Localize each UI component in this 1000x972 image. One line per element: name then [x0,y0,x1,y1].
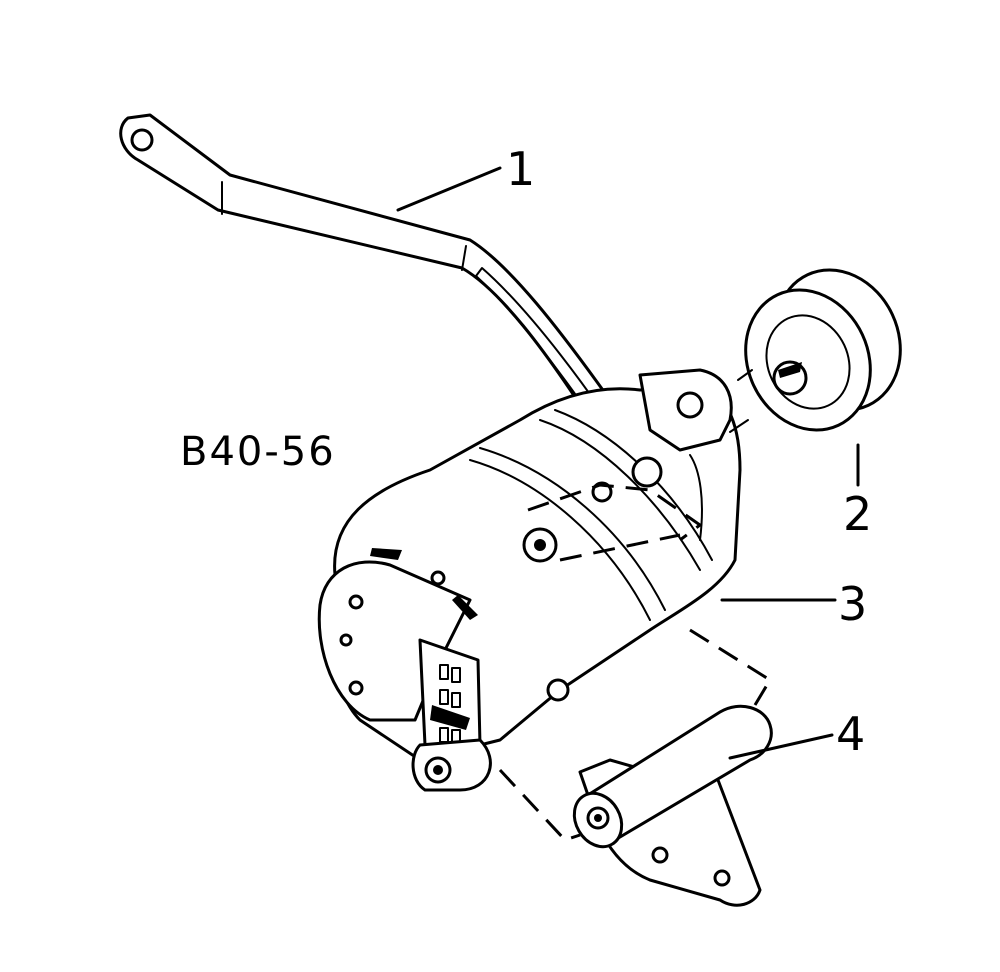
rear-vent [370,548,402,560]
rear-vent [452,595,478,620]
figure-code: B40-56 [180,429,336,475]
callout-3: 3 [838,577,867,631]
callout-2: 2 [843,487,872,541]
mounting-bracket [572,704,773,907]
leader-1 [396,166,502,212]
callout-leaders [396,166,860,760]
pulley [744,268,902,432]
lower-mount-hole [424,756,452,784]
alternator [317,368,742,792]
pulley-bore [772,360,808,396]
strap-mount-hole [130,128,154,152]
front-lug-hole [676,391,704,419]
callout-1: 1 [506,142,535,196]
alignment-lines [498,483,773,842]
leader-4 [728,733,834,760]
callout-4: 4 [836,707,865,761]
